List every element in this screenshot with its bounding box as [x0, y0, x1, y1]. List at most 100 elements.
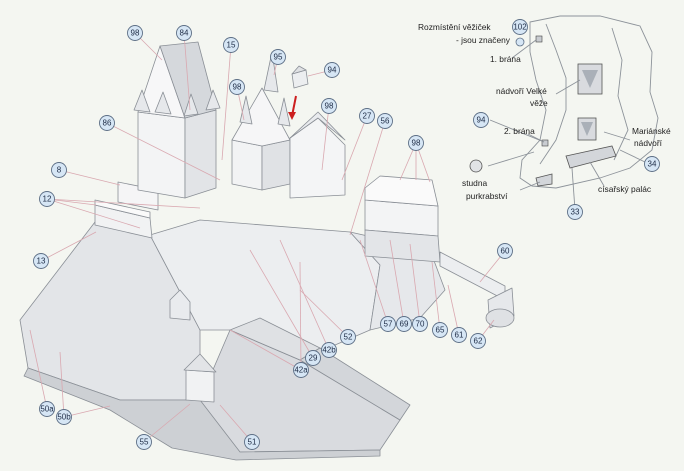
east-palace-roof	[364, 175, 439, 207]
svg-text:69: 69	[400, 320, 409, 329]
plan-label-great-tower-court-1: nádvoří Velké	[496, 86, 547, 96]
svg-text:12: 12	[43, 195, 52, 204]
leader-lines	[29, 32, 506, 443]
plan-callout-94: 94	[473, 112, 489, 128]
plan-label-marian-court-2: nádvoří	[634, 138, 663, 148]
svg-text:13: 13	[37, 257, 46, 266]
plan-burgrave	[535, 173, 553, 187]
bastion-tower-roof	[183, 353, 217, 373]
callout-60: 60	[497, 243, 513, 259]
svg-text:15: 15	[227, 41, 236, 50]
svg-text:57: 57	[384, 320, 393, 329]
callout-98-great-tower: 98	[127, 25, 143, 41]
plan-inner-ridge	[539, 23, 567, 165]
svg-text:51: 51	[248, 438, 257, 447]
svg-text:94: 94	[328, 66, 337, 75]
chapel-tower-side	[261, 139, 291, 191]
callout-51: 51	[244, 434, 260, 450]
site-plan	[469, 15, 659, 211]
great-tower-side	[184, 109, 217, 199]
plan-great-tower-roof	[582, 70, 598, 88]
svg-text:61: 61	[455, 331, 464, 340]
callout-13: 13	[33, 253, 49, 269]
callout-50b: 50b	[56, 409, 72, 425]
svg-text:55: 55	[140, 438, 149, 447]
plan-label-gate-2: 2. brána	[504, 126, 535, 136]
svg-text:65: 65	[436, 326, 445, 335]
svg-text:98: 98	[412, 139, 421, 148]
svg-text:95: 95	[274, 53, 283, 62]
callout-42b: 42b	[321, 342, 337, 358]
great-tower-turret-3	[183, 93, 199, 117]
callout-29: 29	[305, 350, 321, 366]
plan-gate-2	[541, 139, 549, 147]
legend-marker-102: 102	[512, 19, 528, 35]
callout-50a: 50a	[39, 401, 55, 417]
callout-65: 65	[432, 322, 448, 338]
svg-text:84: 84	[180, 29, 189, 38]
svg-text:86: 86	[103, 119, 112, 128]
chapel-spire-3	[277, 97, 291, 127]
svg-text:33: 33	[571, 208, 580, 217]
callout-15: 15	[223, 37, 239, 53]
palace-roof	[289, 111, 346, 141]
plan-inner-ridge-2	[611, 27, 629, 161]
callout-62: 62	[470, 333, 486, 349]
left-wall-turret	[169, 289, 191, 321]
callout-52: 52	[340, 329, 356, 345]
svg-text:62: 62	[474, 337, 483, 346]
great-tower-turret-4	[205, 89, 221, 111]
plan-gate-1	[535, 35, 543, 43]
svg-text:27: 27	[363, 112, 372, 121]
callout-27: 27	[359, 108, 375, 124]
callout-56: 56	[377, 113, 393, 129]
callout-55: 55	[136, 434, 152, 450]
plan-callout-34: 34	[644, 156, 660, 172]
legend-line-2: - jsou značeny	[456, 35, 511, 45]
callout-57: 57	[380, 316, 396, 332]
callout-94: 94	[324, 62, 340, 78]
svg-text:42b: 42b	[322, 346, 336, 355]
callout-8: 8	[51, 162, 67, 178]
callout-86: 86	[99, 115, 115, 131]
svg-text:50b: 50b	[57, 413, 71, 422]
svg-text:56: 56	[381, 117, 390, 126]
terrain-base-rim	[23, 367, 381, 461]
callout-84: 84	[176, 25, 192, 41]
callout-98-chapel: 98	[229, 79, 245, 95]
svg-text:98: 98	[233, 83, 242, 92]
east-gate-tower-base	[485, 308, 515, 328]
bastion-tower	[185, 369, 215, 403]
svg-text:29: 29	[309, 354, 318, 363]
callout-42a: 42a	[293, 362, 309, 378]
svg-text:42a: 42a	[294, 366, 308, 375]
west-wall-top	[94, 199, 151, 219]
callout-98-palace: 98	[321, 98, 337, 114]
great-tower-front	[137, 111, 186, 199]
plan-label-well: studna	[462, 178, 487, 188]
plan-well	[469, 159, 483, 173]
svg-text:60: 60	[501, 247, 510, 256]
legend-line-1: Rozmístění věžiček	[418, 22, 491, 32]
callout-98-east: 98	[408, 135, 424, 151]
plan-label-marian-court-1: Mariánské	[632, 126, 671, 136]
castle-model	[19, 41, 515, 461]
chapel-tower-front	[231, 139, 263, 191]
svg-text:94: 94	[477, 116, 486, 125]
svg-text:50a: 50a	[40, 405, 54, 414]
svg-text:8: 8	[57, 166, 62, 175]
plan-imperial-palace	[565, 145, 617, 169]
plan-chapel-roof	[581, 122, 593, 136]
red-arrow-head	[288, 112, 296, 120]
callout-69: 69	[396, 316, 412, 332]
svg-text:70: 70	[416, 320, 425, 329]
callout-95: 95	[270, 49, 286, 65]
plan-label-imperial-palace: císařský palác	[598, 184, 651, 194]
callout-61: 61	[451, 327, 467, 343]
plan-callout-33: 33	[567, 204, 583, 220]
plan-turret-marker-legend	[515, 37, 525, 47]
plan-outline	[519, 15, 659, 189]
great-tower-turret-1	[133, 89, 151, 113]
svg-text:98: 98	[325, 102, 334, 111]
